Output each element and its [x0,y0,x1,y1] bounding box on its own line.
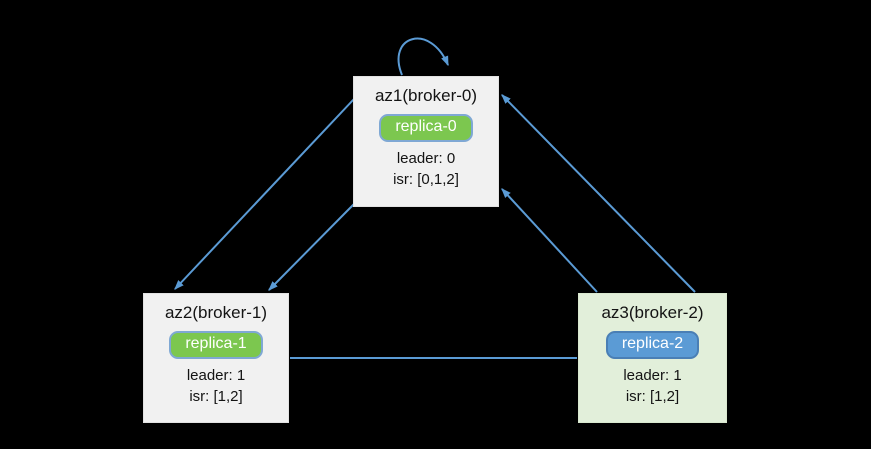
az2-title: az2(broker-1) [164,303,268,322]
az1-isr-text: isr: [0,1,2] [393,171,459,188]
replica-0-badge: replica-0 [379,114,473,142]
az3-isr-text: isr: [1,2] [625,388,680,405]
az2-leader-text: leader: 1 [186,367,246,384]
az3-leader-text: leader: 1 [623,367,682,384]
self-loop-arrow-az1 [397,37,449,76]
replica-2-badge: replica-2 [605,331,700,359]
arrow-az3-to-az1-outer [501,94,696,293]
az3-broker-2-box: az3(broker-2) replica-2 leader: 1 isr: [… [578,293,727,423]
arrow-az3-to-az1-inner [501,188,598,293]
arrow-az1-to-az2-inner [268,203,355,291]
az1-broker-0-box: az1(broker-0) replica-0 leader: 0 isr: [… [353,76,499,207]
az1-title: az1(broker-0) [374,86,478,105]
az2-isr-text: isr: [1,2] [189,388,243,405]
arrow-az1-to-az2-outer [174,98,355,290]
az3-title: az3(broker-2) [601,303,704,322]
az1-leader-text: leader: 0 [396,150,456,167]
az2-broker-1-box: az2(broker-1) replica-1 leader: 1 isr: [… [143,293,289,423]
replica-1-badge: replica-1 [169,331,263,359]
